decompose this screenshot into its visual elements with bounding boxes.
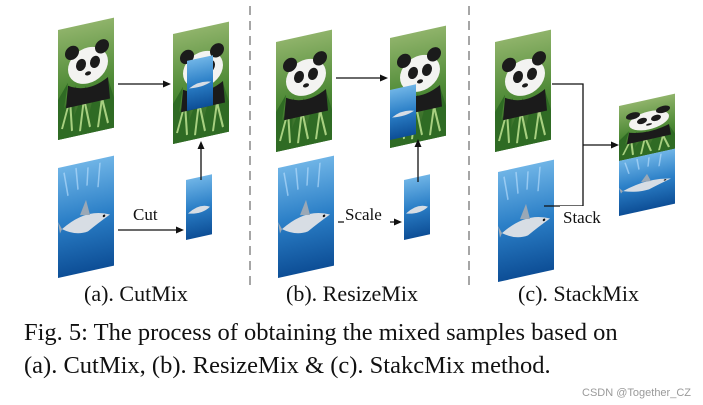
panel-resizemix: Scale — [276, 26, 446, 278]
panel-cutmix: Cut — [58, 18, 229, 278]
shark-image-a — [58, 156, 114, 278]
mixed-image-b — [390, 26, 446, 148]
watermark: CSDN @Together_CZ — [582, 387, 691, 399]
op-label-scale: Scale — [345, 205, 382, 224]
figure-caption-line-1: Fig. 5: The process of obtaining the mix… — [24, 316, 694, 349]
op-label-cut: Cut — [133, 205, 158, 224]
op-label-stack: Stack — [563, 208, 601, 227]
shark-image-b — [278, 156, 334, 278]
cut-patch-a — [186, 174, 212, 240]
panda-image-b — [276, 30, 332, 152]
panel-caption-stackmix: (c). StackMix — [518, 281, 639, 307]
stacked-image-c — [619, 94, 675, 216]
mixed-image-a — [173, 22, 229, 144]
scaled-image-b — [404, 174, 430, 240]
figure-caption: Fig. 5: The process of obtaining the mix… — [24, 316, 694, 382]
panda-image-a — [58, 18, 114, 140]
shark-image-c — [498, 160, 554, 282]
panel-caption-resizemix: (b). ResizeMix — [286, 281, 418, 307]
figure-caption-line-2: (a). CutMix, (b). ResizeMix & (c). Stakc… — [24, 349, 694, 382]
panda-image-c — [495, 30, 551, 152]
panel-caption-cutmix: (a). CutMix — [84, 281, 188, 307]
panel-stackmix: Stack — [495, 30, 675, 282]
